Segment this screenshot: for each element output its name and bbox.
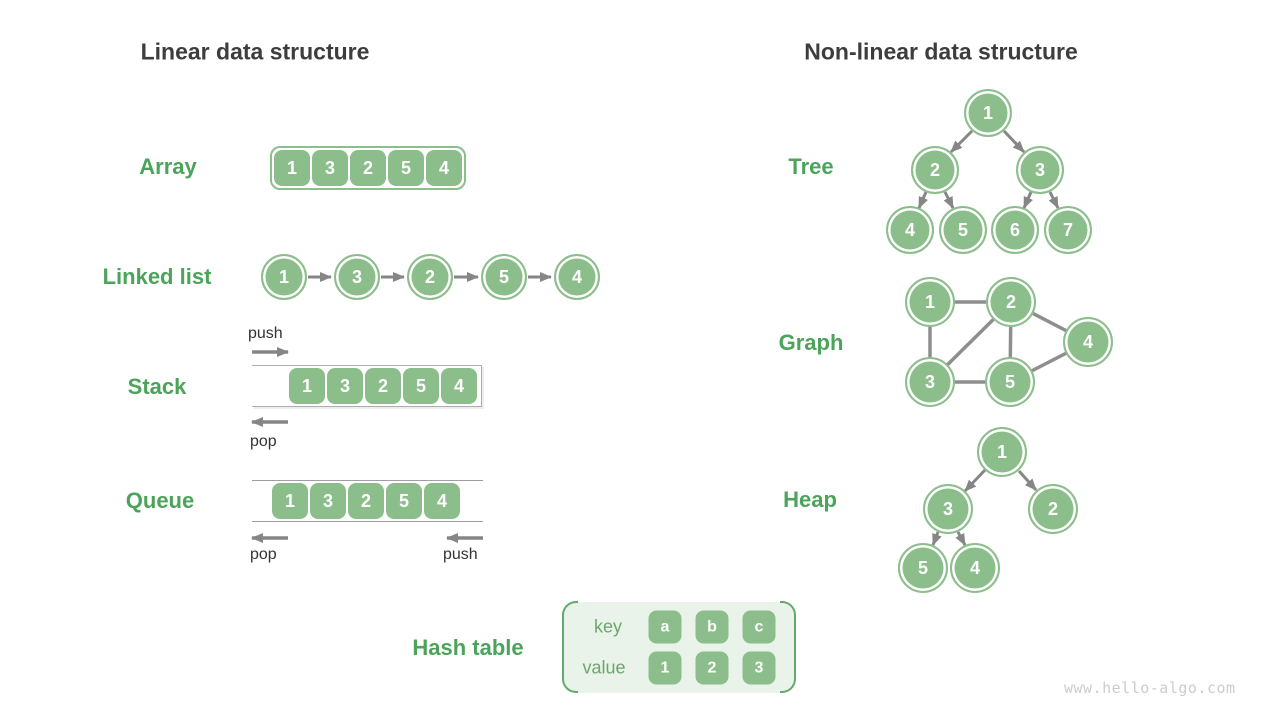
tree-node: 2 xyxy=(911,146,959,194)
array-container: 1 3 2 5 4 xyxy=(270,146,466,190)
linked-list-node: 2 xyxy=(407,254,453,300)
array-cell: 2 xyxy=(350,150,386,186)
graph-node: 3 xyxy=(905,357,955,407)
watermark: www.hello-algo.com xyxy=(1064,679,1236,697)
linked-list-node: 5 xyxy=(481,254,527,300)
hash-bracket-right xyxy=(780,601,796,693)
array-label: Array xyxy=(139,154,197,179)
hash-value-cell: 1 xyxy=(648,651,682,685)
queue-label: Queue xyxy=(125,488,195,513)
tree-edge xyxy=(1002,129,1026,154)
queue-cell: 3 xyxy=(310,483,346,519)
hash-key-label: key xyxy=(593,616,623,637)
stack-cell: 5 xyxy=(403,368,439,404)
linked-list-label: Linked list xyxy=(102,264,212,289)
hash-value-label: value xyxy=(582,657,626,678)
tree-node: 7 xyxy=(1044,206,1092,254)
heap-edge xyxy=(1017,469,1038,492)
queue-cell: 1 xyxy=(272,483,308,519)
hash-bracket-left xyxy=(562,601,578,693)
heap-node: 5 xyxy=(898,543,948,593)
tree-node: 3 xyxy=(1016,146,1064,194)
heap-label: Heap xyxy=(783,487,837,512)
tree-edge xyxy=(949,129,974,154)
graph-node: 2 xyxy=(986,277,1036,327)
graph-node: 5 xyxy=(985,357,1035,407)
stack-cell: 2 xyxy=(365,368,401,404)
stack-label: Stack xyxy=(127,374,187,399)
array-cell: 4 xyxy=(426,150,462,186)
linear-title: Linear data structure xyxy=(140,38,370,65)
heap-node: 4 xyxy=(950,543,1000,593)
tree-edge xyxy=(943,191,955,209)
queue-pop-label: pop xyxy=(250,546,277,563)
stack-cell: 4 xyxy=(441,368,477,404)
tree-edge xyxy=(917,191,928,209)
array-cell: 5 xyxy=(388,150,424,186)
hash-value-cell: 2 xyxy=(695,651,729,685)
tree-label: Tree xyxy=(788,154,834,179)
nonlinear-title: Non-linear data structure xyxy=(804,38,1078,65)
graph-label: Graph xyxy=(778,330,844,355)
hash-key-cell: b xyxy=(695,610,729,644)
linked-list-node: 1 xyxy=(261,254,307,300)
queue-cell: 4 xyxy=(424,483,460,519)
heap-edge xyxy=(955,531,967,546)
stack-push-label: push xyxy=(248,325,283,342)
linked-list-node: 4 xyxy=(554,254,600,300)
stack-container: 1 3 2 5 4 xyxy=(252,365,482,407)
tree-node: 6 xyxy=(991,206,1039,254)
heap-edge xyxy=(963,468,987,493)
hash-key-cell: a xyxy=(648,610,682,644)
heap-node: 3 xyxy=(923,484,973,534)
tree-edge xyxy=(1022,191,1033,209)
stack-pop-label: pop xyxy=(250,433,277,450)
queue-cell: 5 xyxy=(386,483,422,519)
array-cell: 1 xyxy=(274,150,310,186)
stack-cell: 1 xyxy=(289,368,325,404)
heap-node: 1 xyxy=(977,427,1027,477)
graph-node: 4 xyxy=(1063,317,1113,367)
hash-key-cell: c xyxy=(742,610,776,644)
queue-push-label: push xyxy=(443,546,478,563)
queue-cell: 2 xyxy=(348,483,384,519)
heap-edge xyxy=(931,531,942,546)
tree-node: 5 xyxy=(939,206,987,254)
heap-node: 2 xyxy=(1028,484,1078,534)
hash-table-label: Hash table xyxy=(412,635,524,660)
queue-container: 1 3 2 5 4 xyxy=(252,480,483,522)
tree-node: 1 xyxy=(964,89,1012,137)
hash-value-cell: 3 xyxy=(742,651,776,685)
linked-list-node: 3 xyxy=(334,254,380,300)
array-cell: 3 xyxy=(312,150,348,186)
graph-node: 1 xyxy=(905,277,955,327)
stack-cell: 3 xyxy=(327,368,363,404)
tree-node: 4 xyxy=(886,206,934,254)
tree-edge xyxy=(1048,191,1060,209)
